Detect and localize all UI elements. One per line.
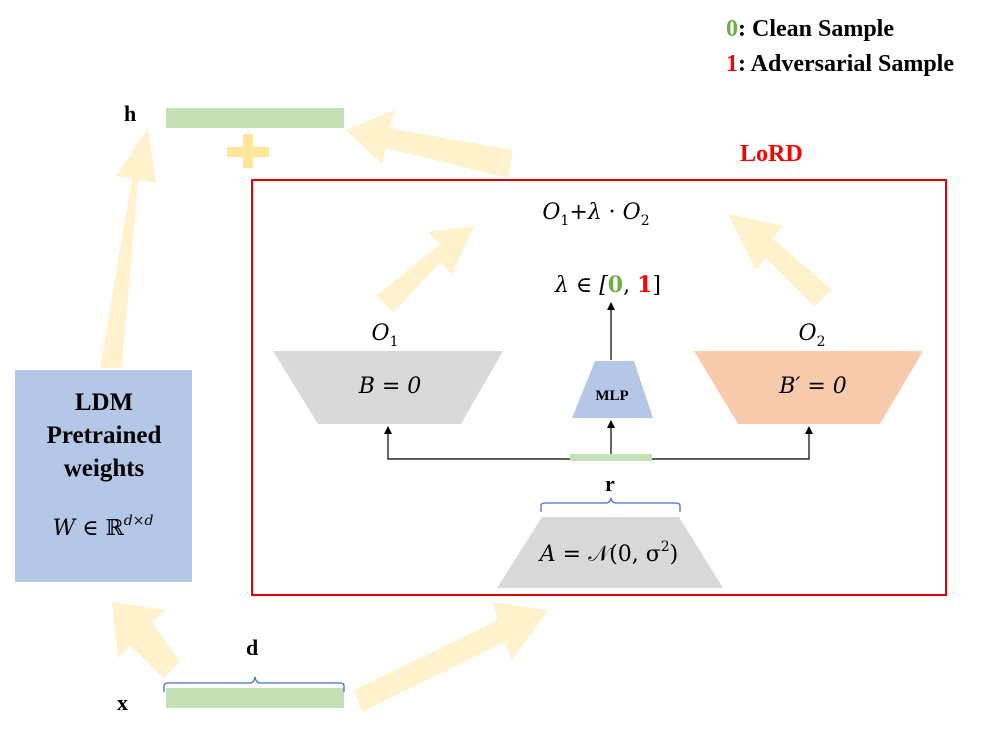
- flow-arrow-x-to-ldm: [112, 602, 180, 678]
- plus-icon: [227, 134, 269, 168]
- connector-r-to-bprime: [652, 426, 813, 460]
- connector-r-to-b: [384, 426, 570, 460]
- mlp-block-label: MLP: [595, 388, 628, 404]
- x-label: x: [117, 690, 128, 715]
- b-block-label: B = 0: [358, 374, 422, 399]
- lord-module-border: [251, 179, 947, 596]
- o2-label: O2: [799, 321, 826, 350]
- connectors: [384, 302, 813, 460]
- ldm-weight-formula: W ∈ ℝd×d: [53, 513, 154, 541]
- ldm-box: [15, 370, 192, 582]
- ldm-box-text: LDM Pretrained weights: [47, 389, 162, 482]
- r-vector-bar: [570, 454, 652, 461]
- flow-arrow-bprime-to-output: [728, 214, 832, 306]
- flow-arrow-b-to-output: [376, 226, 474, 312]
- h-label: h: [124, 101, 136, 126]
- d-brace: [163, 676, 345, 692]
- a-block: [497, 517, 723, 588]
- legend-clean: 0: Clean Sample: [726, 16, 894, 42]
- mlp-block: [572, 361, 653, 418]
- r-label: r: [605, 471, 615, 496]
- r-brace: [540, 497, 681, 512]
- legend-adversarial: 1: Adversarial Sample: [726, 51, 954, 77]
- o1-label: O1: [372, 321, 399, 350]
- lambda-range: λ ∈ [0, 1]: [554, 272, 661, 298]
- a-block-label: A = 𝒩(0, σ2): [538, 539, 679, 567]
- output-formula: O1+λ · O2: [542, 200, 649, 229]
- ldm-line-1: LDM: [75, 389, 133, 416]
- flow-arrow-x-to-a: [354, 602, 548, 712]
- x-vector-bar: [166, 688, 344, 708]
- ldm-line-2: Pretrained: [47, 422, 162, 449]
- d-label: d: [246, 635, 258, 660]
- bprime-block-label: B′ = 0: [778, 374, 847, 399]
- ldm-line-3: weights: [64, 455, 145, 482]
- b-block: [273, 351, 503, 424]
- flow-arrow-lord-to-h: [346, 110, 512, 178]
- bprime-block: [694, 351, 923, 424]
- flow-arrow-ldm-to-h: [100, 128, 156, 368]
- flow-arrows: [100, 110, 832, 712]
- lord-title: LoRD: [740, 141, 803, 167]
- h-vector-bar: [166, 108, 344, 128]
